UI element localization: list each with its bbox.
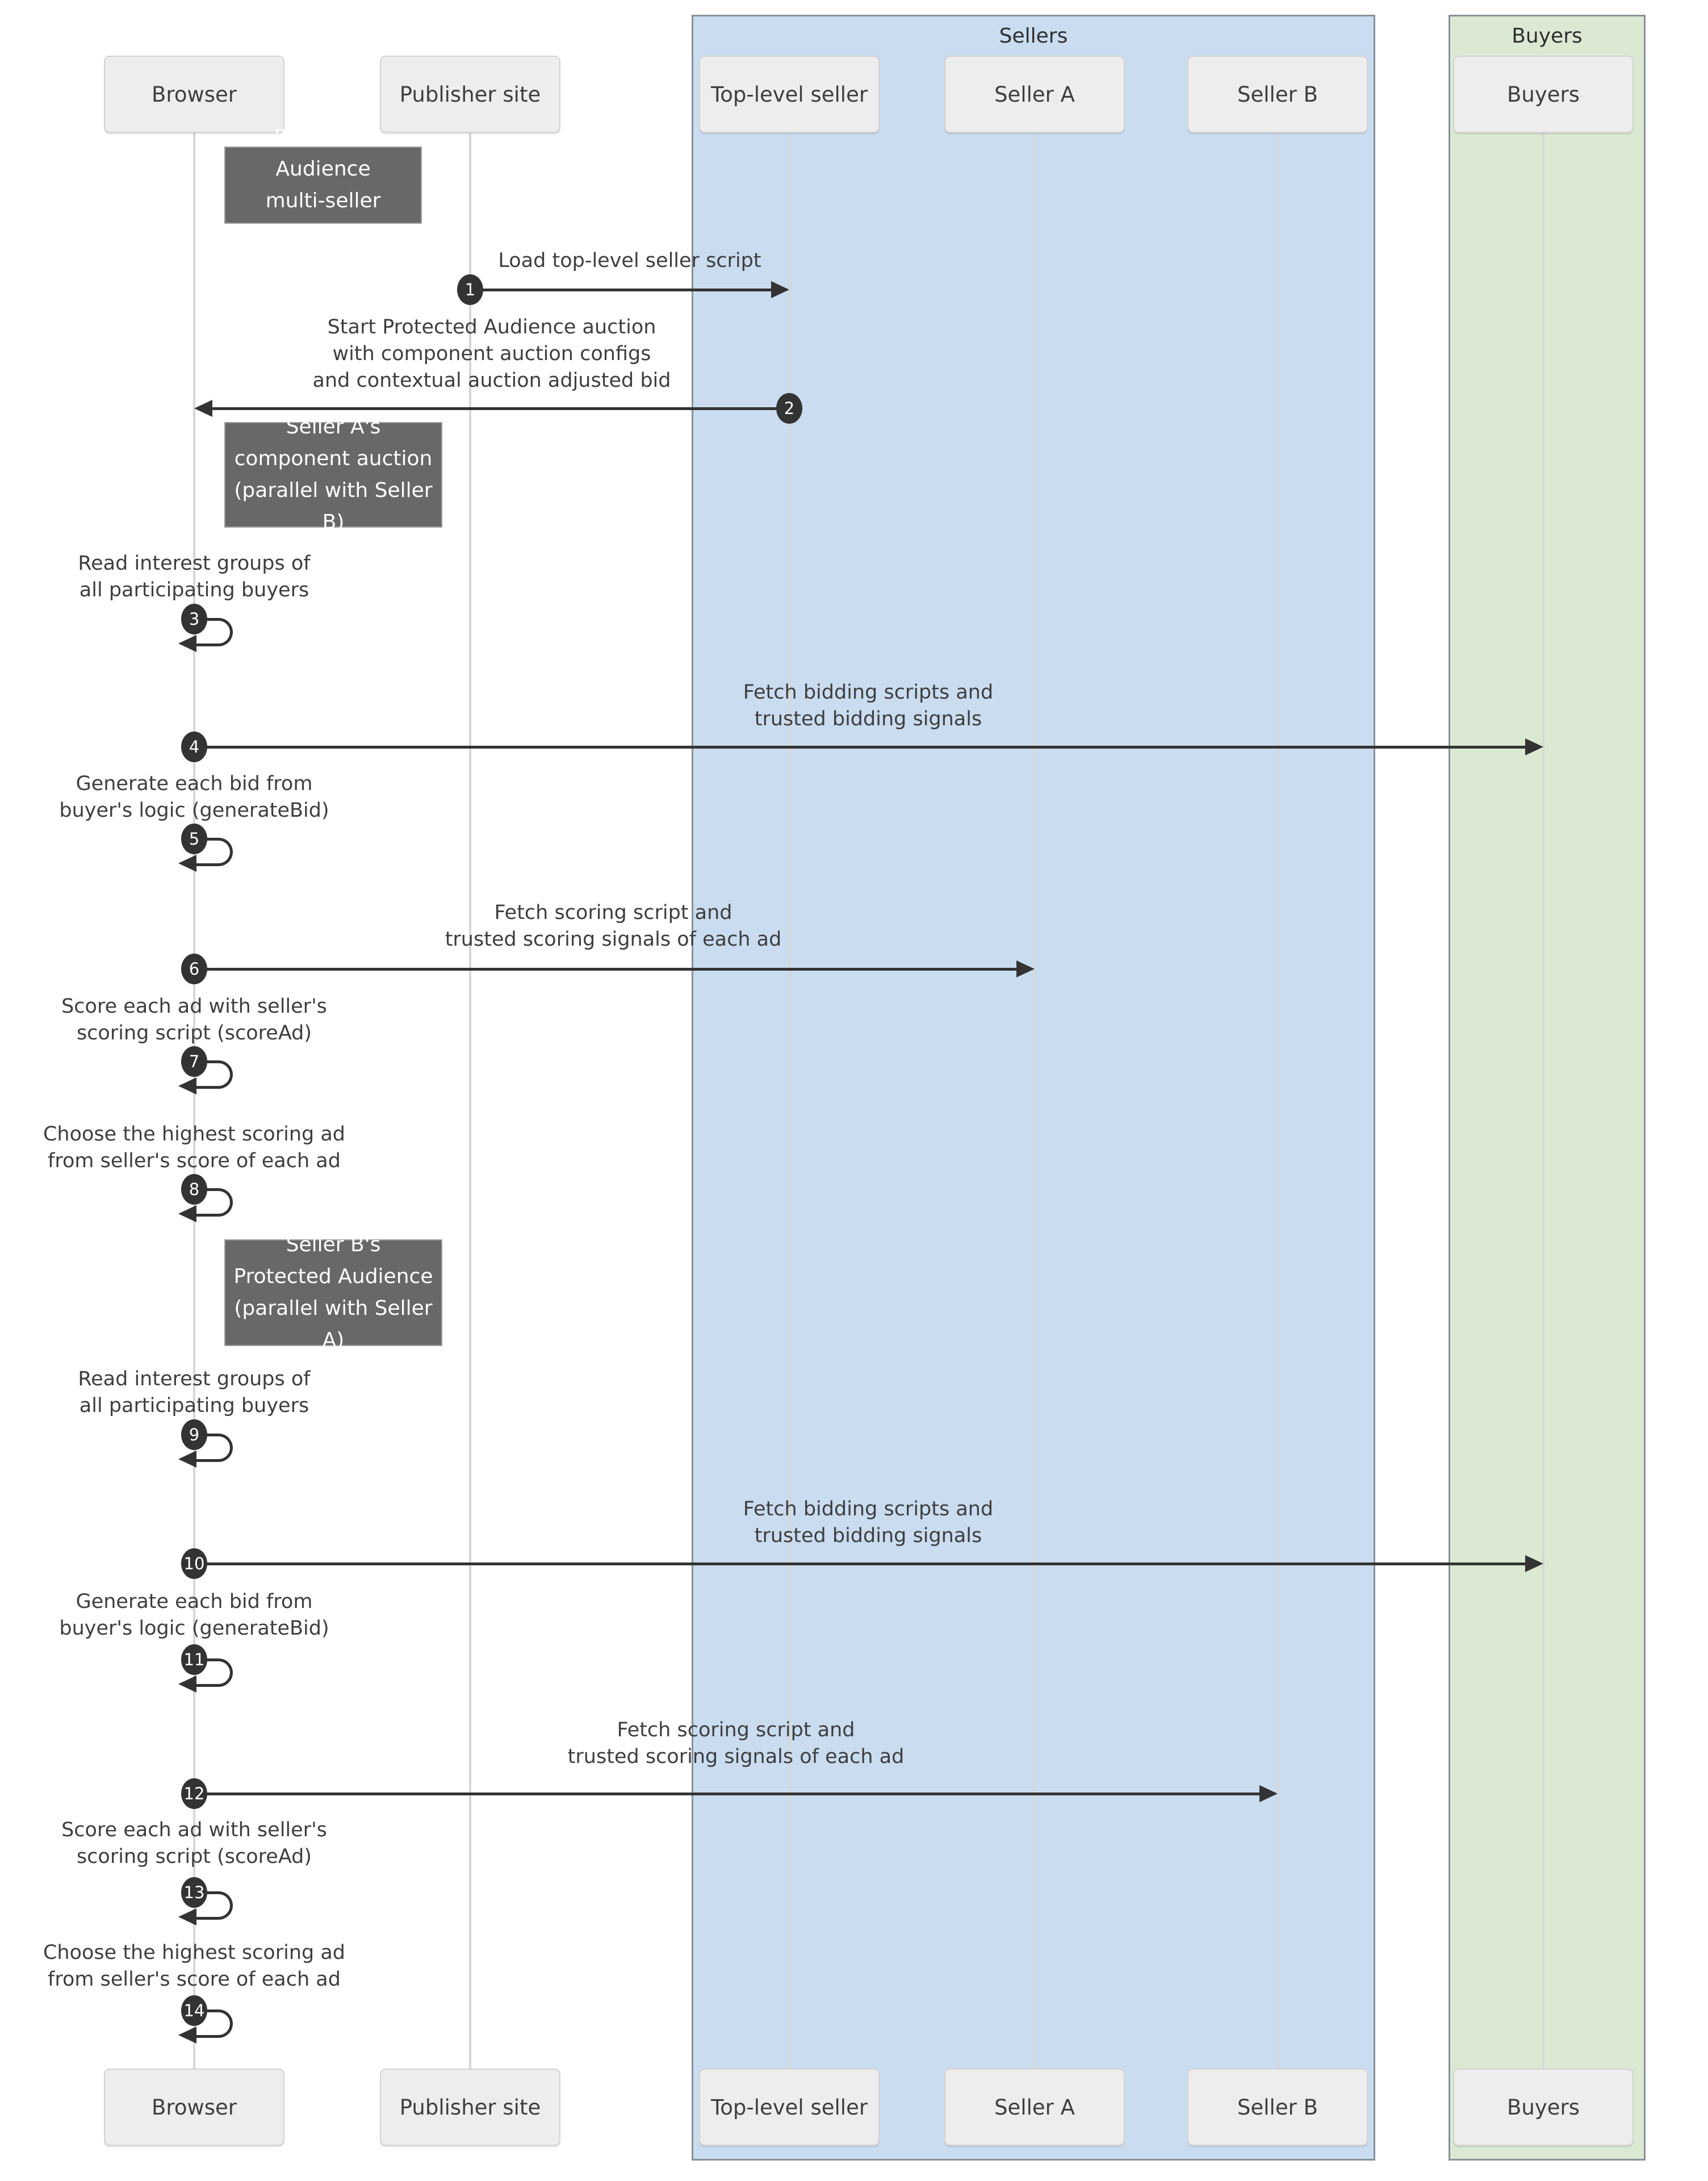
- message-5-number-badge: 5: [181, 824, 207, 854]
- note-line: component auction: [234, 447, 433, 470]
- note-seller-a-component-auction: Seller A's component auction (parallel w…: [224, 415, 442, 534]
- message-11-self-loop: [194, 1658, 233, 1687]
- participant-buyers-bottom: Buyers: [1453, 2069, 1634, 2146]
- note-seller-b-protected-audience: Seller B's Protected Audience (parallel …: [224, 1233, 442, 1352]
- message-14-number-badge: 14: [181, 1995, 207, 2026]
- lifeline-publisher-site: [469, 133, 471, 2069]
- message-8-number-badge: 8: [181, 1174, 207, 1205]
- participant-publisher-site-bottom: Publisher site: [380, 2069, 560, 2146]
- buyers-group: Buyers: [1449, 15, 1646, 2161]
- message-13-text: Score each ad with seller's scoring scri…: [61, 1819, 327, 1868]
- message-10-arrowhead-icon: [1525, 1555, 1543, 1572]
- participant-seller-a-top: Seller A: [944, 56, 1125, 133]
- participant-buyers-top: Buyers: [1453, 56, 1634, 133]
- lifeline-seller-a: [1033, 133, 1036, 2069]
- message-3-self-loop: [194, 618, 233, 646]
- message-7-number-badge: 7: [181, 1046, 207, 1077]
- note-protected-audience-auction: Protected Audience multi-seller auction: [224, 126, 422, 244]
- participant-seller-b-bottom: Seller B: [1187, 2069, 1368, 2146]
- note-line: Seller A's: [286, 415, 381, 438]
- message-9-number-badge: 9: [181, 1419, 207, 1450]
- message-2-arrowhead-icon: [194, 400, 212, 417]
- note-line: Protected Audience: [274, 126, 372, 181]
- message-1-number-badge: 1: [457, 274, 483, 305]
- message-8-self-loop: [194, 1188, 233, 1217]
- message-3-arrowhead-icon: [178, 635, 196, 652]
- lifeline-top-level-seller: [788, 133, 790, 2069]
- message-11-text: Generate each bid from buyer's logic (ge…: [59, 1590, 329, 1640]
- note-line: multi-seller auction: [265, 189, 381, 244]
- message-10-text: Fetch bidding scripts and trusted biddin…: [743, 1498, 994, 1547]
- message-10-arrow: [194, 1562, 1525, 1565]
- message-10-number-badge: 10: [181, 1548, 207, 1579]
- message-14-arrowhead-icon: [178, 2027, 196, 2044]
- participant-top-level-seller-bottom: Top-level seller: [699, 2069, 880, 2146]
- lifeline-browser: [193, 133, 195, 2069]
- message-4-arrow: [194, 746, 1525, 749]
- sellers-group-label: Sellers: [999, 24, 1068, 48]
- message-1-arrowhead-icon: [771, 281, 789, 298]
- participant-browser-bottom: Browser: [104, 2069, 284, 2146]
- message-13-arrowhead-icon: [178, 1908, 196, 1925]
- message-9-text: Read interest groups of all participatin…: [78, 1368, 311, 1417]
- message-3-number-badge: 3: [181, 604, 207, 634]
- message-12-number-badge: 12: [181, 1778, 207, 1809]
- participant-seller-b-top: Seller B: [1187, 56, 1368, 133]
- message-3-text: Read interest groups of all participatin…: [78, 552, 311, 601]
- note-line: Seller B's: [286, 1233, 381, 1256]
- message-9-arrowhead-icon: [178, 1451, 196, 1468]
- lifeline-buyers: [1542, 133, 1544, 2069]
- message-1-text: Load top-level seller script: [498, 249, 761, 272]
- message-6-arrowhead-icon: [1016, 960, 1035, 977]
- message-14-self-loop: [194, 2009, 233, 2038]
- buyers-group-label: Buyers: [1512, 24, 1583, 48]
- note-line: (parallel with Seller A): [234, 1297, 433, 1352]
- message-6-text: Fetch scoring script and trusted scoring…: [445, 901, 782, 951]
- message-7-arrowhead-icon: [178, 1077, 196, 1094]
- message-5-text: Generate each bid from buyer's logic (ge…: [59, 772, 329, 822]
- message-13-self-loop: [194, 1891, 233, 1920]
- message-8-arrowhead-icon: [178, 1205, 196, 1222]
- message-12-arrow: [194, 1793, 1259, 1795]
- participant-publisher-site-top: Publisher site: [380, 56, 560, 133]
- lifeline-seller-b: [1276, 133, 1279, 2069]
- message-4-number-badge: 4: [181, 732, 207, 762]
- message-12-text: Fetch scoring script and trusted scoring…: [567, 1719, 905, 1768]
- message-7-self-loop: [194, 1060, 233, 1089]
- message-6-number-badge: 6: [181, 954, 207, 984]
- message-1-arrow: [470, 289, 771, 291]
- message-2-text: Start Protected Audience auction with co…: [312, 316, 671, 392]
- message-4-text: Fetch bidding scripts and trusted biddin…: [743, 681, 994, 730]
- message-2-arrow: [212, 407, 789, 410]
- message-11-number-badge: 11: [181, 1644, 207, 1675]
- message-2-number-badge: 2: [776, 393, 802, 424]
- message-13-number-badge: 13: [181, 1877, 207, 1908]
- message-6-arrow: [194, 968, 1016, 971]
- message-5-arrowhead-icon: [178, 855, 196, 872]
- message-8-text: Choose the highest scoring ad from selle…: [43, 1123, 346, 1172]
- note-line: (parallel with Seller B): [234, 479, 433, 534]
- participant-top-level-seller-top: Top-level seller: [699, 56, 880, 133]
- message-5-self-loop: [194, 838, 233, 866]
- message-7-text: Score each ad with seller's scoring scri…: [61, 995, 327, 1044]
- message-4-arrowhead-icon: [1525, 738, 1543, 755]
- note-line: Protected Audience: [233, 1265, 433, 1288]
- message-14-text: Choose the highest scoring ad from selle…: [43, 1941, 346, 1991]
- participant-browser-top: Browser: [104, 56, 284, 133]
- message-12-arrowhead-icon: [1259, 1785, 1278, 1802]
- message-9-self-loop: [194, 1434, 233, 1462]
- message-11-arrowhead-icon: [178, 1676, 196, 1693]
- participant-seller-a-bottom: Seller A: [944, 2069, 1125, 2146]
